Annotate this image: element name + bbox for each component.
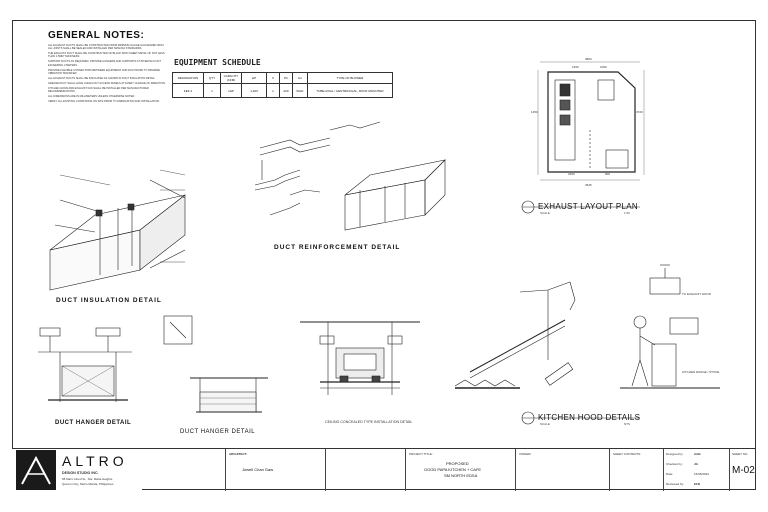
dimension-label: 2300: [568, 172, 575, 176]
general-notes-list: ALL EXHAUST DUCTS SHALL BE CONSTRUCTED F…: [48, 44, 168, 105]
exhaust-layout-plan-drawing: [537, 61, 645, 181]
duct-insulation-title: DUCT INSULATION DETAIL: [56, 297, 162, 304]
sheet-contents-label: SHEET CONTENTS:: [613, 452, 642, 456]
firm-logo-icon: [16, 450, 56, 490]
kitchen-hood-drawing: [454, 264, 720, 389]
project-line-2: GOOD PAPA KITCHEN + CAFE: [424, 467, 482, 472]
license-cell: [326, 449, 406, 491]
duct-insulation-drawing: [49, 169, 186, 291]
date-value: 15/06/2022: [694, 472, 710, 476]
sheet-number-label: SHEET NO.: [732, 452, 749, 456]
sheet-contents-cell: SHEET CONTENTS:: [610, 449, 664, 491]
kitchen-hood-scale: NTS: [624, 422, 630, 426]
project-line-1: PROPOSED: [446, 461, 469, 466]
date-label: Date:: [666, 472, 674, 476]
table-cell: TUBE AXIAL / CENTRIFUGAL, ROOF MOUNTED: [307, 83, 393, 98]
exhaust-plan-scale-label: SCALE: [540, 211, 550, 215]
general-notes-title: GENERAL NOTES:: [48, 30, 145, 41]
duct-reinforcement-drawing: [254, 121, 446, 231]
kitchen-range-note: KITCHEN RANGE / STOVE: [682, 370, 720, 374]
note-item: ALL EXHAUST DUCTS SHALL BE INSULATED AS …: [48, 76, 156, 80]
dimension-label: 3800: [585, 57, 592, 61]
sheet-number-cell: SHEET NO. M-02: [730, 449, 756, 491]
firm-logo-block: ALTRO DESIGN STUDIO INC. 58 Mars Cloud S…: [12, 449, 142, 491]
dimension-label: 900: [605, 172, 611, 176]
note-item: ALL DIMENSIONS ARE IN MILLIMETERS UNLESS…: [48, 94, 135, 98]
sheet-number: M-02: [732, 465, 755, 476]
duct-hanger-drawing-2: [163, 315, 268, 413]
designed-by-value: AAB: [694, 452, 701, 456]
ceiling-concealed-drawing: [300, 321, 420, 395]
table-cell: KEF-1: [172, 83, 204, 98]
checked-by-label: Checked by:: [666, 462, 683, 466]
owner-label: OWNER:: [519, 452, 532, 456]
dimension-label: 3720: [636, 110, 643, 114]
title-block: ALTRO DESIGN STUDIO INC. 58 Mars Cloud S…: [12, 448, 756, 491]
exhaust-plan-title: EXHAUST LAYOUT PLAN: [538, 202, 638, 211]
firm-address-1: 58 Mars Cloud St., Sta. Maria Heights: [62, 477, 113, 481]
note-item: ALL EXHAUST DUCTS SHALL BE CONSTRUCTED F…: [48, 44, 165, 51]
duct-reinforcement-title: DUCT REINFORCEMENT DETAIL: [274, 244, 401, 251]
architect-cell: ARCHITECT: Jowell Chan Gaw: [226, 449, 326, 491]
scale-markers: [521, 200, 640, 425]
project-label: PROJECT TITLE:: [409, 452, 433, 456]
reviewed-by-label: Reviewed by:: [666, 482, 685, 486]
dimension-label: 1450: [572, 65, 579, 69]
table-row: KEF-1 1 1HP 1,400 1 220 60Hz TUBE AXIAL …: [172, 83, 393, 98]
dimension-label: 1050: [600, 65, 607, 69]
exhaust-hood-note: TO EXHAUST HOOD: [682, 292, 711, 296]
project-line-3: SM NORTH EDSA: [444, 473, 478, 478]
equipment-schedule-title: EQUIPMENT SCHEDULE: [174, 58, 261, 67]
duct-hanger-title-2: DUCT HANGER DETAIL: [180, 429, 256, 435]
dimension-label: 3625: [585, 183, 592, 187]
table-cell: 1,400: [241, 83, 267, 98]
note-item: SUPPORT DUCTS AS REQUIRED. PROVIDE HANGE…: [48, 60, 161, 67]
architect-label: ARCHITECT:: [229, 452, 247, 456]
checked-by-value: JG: [694, 462, 699, 466]
note-item: VERIFY ALL EXISTING CONDITIONS ON SITE P…: [48, 99, 160, 103]
project-cell: PROJECT TITLE: PROPOSED GOOD PAPA KITCHE…: [406, 449, 516, 491]
kitchen-hood-title: KITCHEN HOOD DETAILS: [538, 413, 641, 422]
note-item: THE EXHAUST DUCT SHALL BE CONSTRUCTED OF…: [48, 52, 165, 59]
firm-name: ALTRO: [62, 453, 128, 469]
review-cell: Designed by: AAB Checked by: JG Date: 15…: [664, 449, 730, 491]
kitchen-hood-scale-label: SCALE: [540, 422, 550, 426]
designed-by-label: Designed by:: [666, 452, 684, 456]
stamp-cell: [142, 449, 226, 491]
duct-hanger-drawing-1: [38, 327, 132, 402]
note-item: GREASE DUCT SHALL HAVE CLEAN-OUT ACCESS …: [48, 81, 166, 85]
exhaust-plan-scale: 1:50: [624, 211, 630, 215]
table-cell: 1: [203, 83, 221, 98]
table-header: CAPACITY (CFM): [220, 72, 242, 84]
dimension-label: 1450: [531, 110, 538, 114]
note-item: KITCHEN HOOD AND EXHAUST FAN SHALL BE IN…: [48, 86, 149, 93]
ceiling-hanger-title: CEILING CONCEALED TYPE INSTALLATION DETA…: [325, 420, 413, 424]
reviewed-by-value: EFB: [694, 482, 700, 486]
architect-name: Jowell Chan Gaw: [242, 467, 274, 472]
owner-cell: OWNER:: [516, 449, 610, 491]
note-item: PROVIDE FLEXIBLE CONNECTORS BETWEEN EQUI…: [48, 68, 160, 75]
firm-address-2: Quezon City, Metro Manila, Philippines: [62, 482, 114, 486]
duct-hanger-title-1: DUCT HANGER DETAIL: [55, 420, 132, 426]
equipment-schedule-table: DESIGNATION QTY CAPACITY (CFM) HP V Ph H…: [172, 72, 393, 98]
firm-subtitle: DESIGN STUDIO INC.: [62, 471, 99, 475]
